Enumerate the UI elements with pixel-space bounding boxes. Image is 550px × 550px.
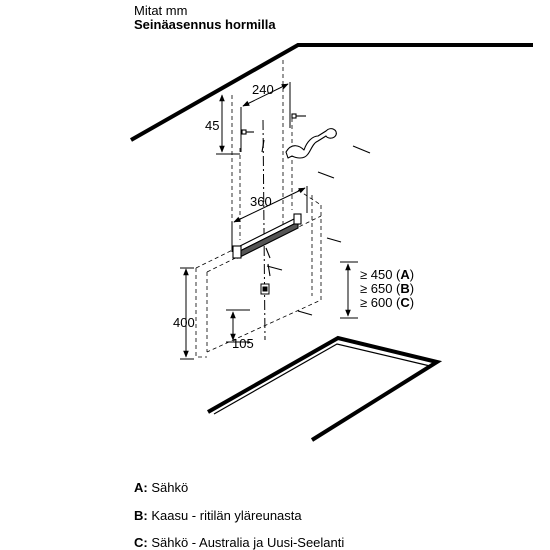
dim-400-label: 400 xyxy=(173,315,195,330)
upper-bracket xyxy=(285,128,337,159)
legend-item-c: C: Sähkö - Australia ja Uusi-Seelanti xyxy=(134,535,345,550)
dim-45-label: 45 xyxy=(205,118,219,133)
dim-height-c: ≥ 600 (C) xyxy=(360,295,414,310)
hob-outline xyxy=(207,335,443,442)
ceiling xyxy=(130,43,533,142)
legend-item-a: A: Sähkö xyxy=(134,480,189,495)
mounting-rail xyxy=(232,213,302,259)
dim-240-lines xyxy=(240,82,291,152)
dim-height-b: ≥ 650 (B) xyxy=(360,281,414,296)
dim-240-label: 240 xyxy=(252,82,274,97)
dim-height-a: ≥ 450 (A) xyxy=(360,267,414,282)
legend-item-b: B: Kaasu - ritilän yläreunasta xyxy=(134,508,302,523)
centre-line xyxy=(262,119,266,341)
dim-105-label: 105 xyxy=(232,336,254,351)
dim-360-lines xyxy=(231,186,308,252)
dim-105-lines xyxy=(226,309,250,343)
dim-45-lines xyxy=(216,94,240,155)
dim-400-lines xyxy=(180,267,194,360)
dim-360-label: 360 xyxy=(250,194,272,209)
unit-label: Mitat mm xyxy=(134,3,188,18)
safety-clip xyxy=(260,283,270,295)
dim-min-height-lines xyxy=(340,261,358,319)
hood-outline xyxy=(195,189,322,358)
screws xyxy=(241,113,371,316)
diagram-title: Seinäasennus hormilla xyxy=(134,17,276,32)
